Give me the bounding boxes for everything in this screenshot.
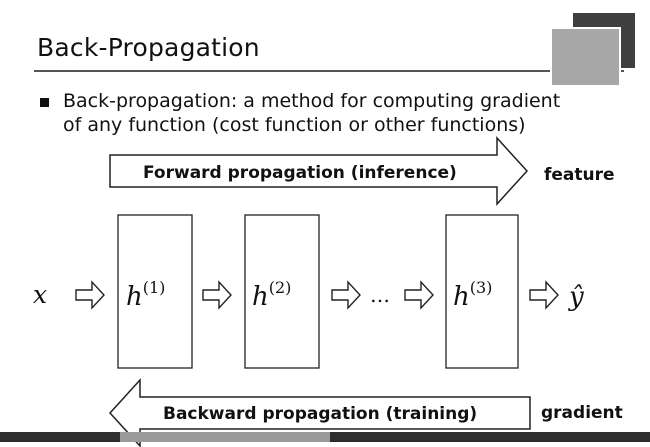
- corner-decoration-grey: [550, 27, 621, 87]
- footer-bar-accent: [120, 432, 330, 442]
- layer-label-2-sup: (2): [269, 278, 292, 297]
- title-underline: [34, 70, 624, 72]
- bullet-line-1: Back-propagation: a method for computing…: [63, 90, 561, 112]
- layer-label-1-base: h: [126, 282, 143, 312]
- forward-side-label: feature: [544, 165, 615, 185]
- forward-arrow: [109, 136, 529, 206]
- flow-arrow-2: [202, 280, 232, 310]
- layer-label-1: h(1): [126, 278, 165, 312]
- flow-arrow-5: [529, 280, 559, 310]
- backward-arrow-label: Backward propagation (training): [163, 404, 477, 424]
- slide-title: Back-Propagation: [37, 33, 260, 62]
- flow-arrow-4: [404, 280, 434, 310]
- output-symbol: ŷ: [568, 282, 584, 312]
- layer-box-2: [244, 214, 320, 369]
- layer-box-1: [117, 214, 193, 369]
- backward-arrow: [108, 378, 531, 447]
- layer-label-3-base: h: [453, 282, 470, 312]
- input-symbol: x: [33, 280, 47, 309]
- ellipsis: …: [370, 283, 390, 307]
- layer-label-3: h(3): [453, 278, 492, 312]
- forward-arrow-label: Forward propagation (inference): [143, 163, 457, 183]
- layer-label-2-base: h: [252, 282, 269, 312]
- layer-label-3-sup: (3): [470, 278, 493, 297]
- layer-box-3: [445, 214, 519, 369]
- bullet-line-2: of any function (cost function or other …: [63, 114, 526, 136]
- layer-label-2: h(2): [252, 278, 291, 312]
- layer-label-1-sup: (1): [143, 278, 166, 297]
- backward-side-label: gradient: [541, 403, 623, 423]
- bullet-marker: [40, 98, 49, 107]
- flow-arrow-1: [75, 280, 105, 310]
- flow-arrow-3: [331, 280, 361, 310]
- bullet-text: Back-propagation: a method for computing…: [63, 89, 623, 137]
